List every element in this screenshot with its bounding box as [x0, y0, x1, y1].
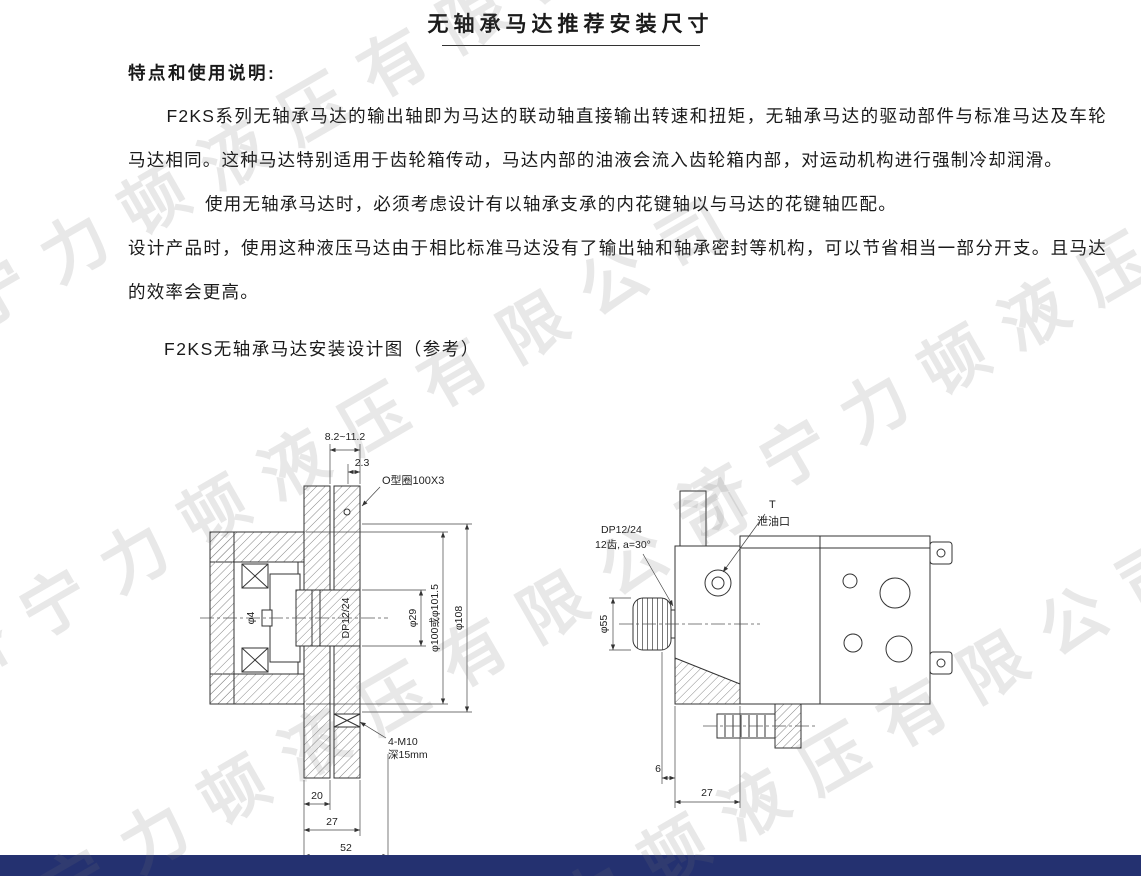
dim-20-label: 20	[311, 790, 323, 802]
title-underline	[441, 45, 700, 46]
phi4-label: φ4	[245, 612, 257, 625]
section-heading: 特点和使用说明:	[128, 63, 277, 83]
right-side-view-drawing: DP12/24 12齿, a=30° T 泄油口 φ55 6 27	[595, 490, 953, 808]
dim-52-label: 52	[340, 842, 352, 854]
port-name-label: 泄油口	[757, 514, 790, 528]
oring-label: O型圈100X3	[382, 473, 444, 487]
drain-port	[704, 569, 732, 597]
bolt-label-1: 4-M10	[388, 736, 418, 748]
page-title: 无轴承马达推荐安装尺寸	[427, 13, 714, 36]
dim-6-label: 6	[655, 763, 661, 775]
dim-top-label: 8.2~11.2	[325, 431, 366, 443]
dim-2-3-label: 2.3	[355, 457, 370, 469]
dim-27-label: 27	[701, 787, 713, 799]
dimension-lines	[303, 444, 472, 864]
spline-label-2: 12齿, a=30°	[595, 539, 651, 551]
phi55-label: φ55	[598, 615, 610, 634]
body-text: 特点和使用说明: F2KS系列无轴承马达的输出轴即为马达的联动轴直接输出转速和扭…	[128, 52, 1107, 361]
bearing-housing-section	[209, 531, 305, 705]
paragraph-1: F2KS系列无轴承马达的输出轴即为马达的联动轴直接输出转速和扭矩，无轴承马达的驱…	[128, 106, 1107, 170]
dim-27-label: 27	[326, 816, 338, 828]
phi29-label: φ29	[407, 609, 419, 628]
motor-body-outline	[674, 490, 953, 705]
bolt-label-2: 深15mm	[388, 749, 428, 761]
phi100-label: φ100或φ101.5	[429, 584, 441, 652]
paragraph-2: 使用无轴承马达时，必须考虑设计有以轴承支承的内花键轴以与马达的花键轴匹配。	[205, 194, 897, 214]
dp-label: DP12/24	[340, 597, 352, 638]
port-t-label: T	[769, 499, 776, 511]
footer-bar	[0, 855, 1141, 876]
phi108-label: φ108	[453, 606, 465, 630]
spline-label-1: DP12/24	[601, 524, 642, 536]
left-section-drawing: 8.2~11.2 2.3 O型圈100X3 φ4 DP12/24 φ29 φ10…	[200, 431, 472, 864]
paragraph-3: 设计产品时，使用这种液压马达由于相比标准马达没有了输出轴和轴承密封等机构，可以节…	[128, 238, 1107, 302]
figure-caption: F2KS无轴承马达安装设计图（参考）	[164, 339, 480, 359]
dimension-lines	[609, 513, 766, 808]
